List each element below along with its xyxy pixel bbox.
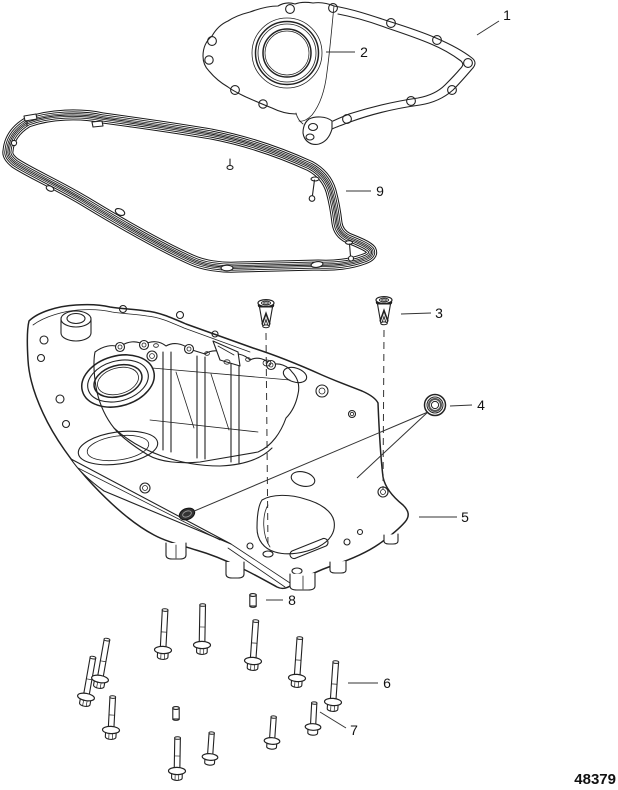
- lower-bore: [77, 430, 159, 466]
- flange-bolt-long: [323, 659, 345, 713]
- oil-tower: [60, 310, 92, 342]
- perimeter-seal: [2, 109, 378, 273]
- callout-2: 2: [360, 44, 368, 60]
- flange-bolt-medium: [167, 735, 187, 782]
- flange-bolt-long: [192, 602, 212, 656]
- callout-6: 6: [383, 675, 391, 691]
- cover-gasket: [202, 1, 476, 145]
- flange-bolt-medium: [101, 694, 122, 741]
- push-rivet: [375, 295, 393, 326]
- callout-8: 8: [288, 592, 296, 608]
- flange-bolt-long: [287, 635, 309, 689]
- callout-leaders: [266, 20, 500, 729]
- flange-bolt-short: [201, 730, 221, 767]
- gasket-bolt-holes: [204, 3, 473, 124]
- assembly-line: [382, 329, 385, 490]
- bolt-set: [75, 602, 345, 782]
- callout-7: 7: [350, 722, 358, 738]
- callout-1: 1: [503, 7, 511, 23]
- dowel-pin: [172, 706, 180, 721]
- seal-band: [2, 109, 378, 273]
- seal-ring: [254, 20, 320, 86]
- flange-bolt-short: [304, 700, 323, 737]
- front-wing: [70, 458, 232, 545]
- flange-bolt-short: [263, 714, 283, 751]
- flange-bolt-long: [153, 607, 175, 661]
- mounting-feet: [165, 533, 399, 591]
- seal-pegs: [10, 113, 355, 272]
- callout-5: 5: [461, 509, 469, 525]
- cavity-ribs: [113, 351, 291, 467]
- bearing-bore: [81, 354, 155, 408]
- callout-3: 3: [435, 305, 443, 321]
- grommet: [191, 393, 447, 513]
- dowel-pin: [249, 593, 257, 608]
- assembly-line: [265, 332, 269, 550]
- push-rivet: [257, 298, 275, 329]
- sealing-rail: [93, 341, 300, 464]
- figure-number: 48379: [574, 771, 616, 788]
- callout-4: 4: [477, 397, 485, 413]
- callout-9: 9: [376, 183, 384, 199]
- cover-plate: [26, 303, 409, 591]
- flange-bolt-long: [243, 618, 265, 672]
